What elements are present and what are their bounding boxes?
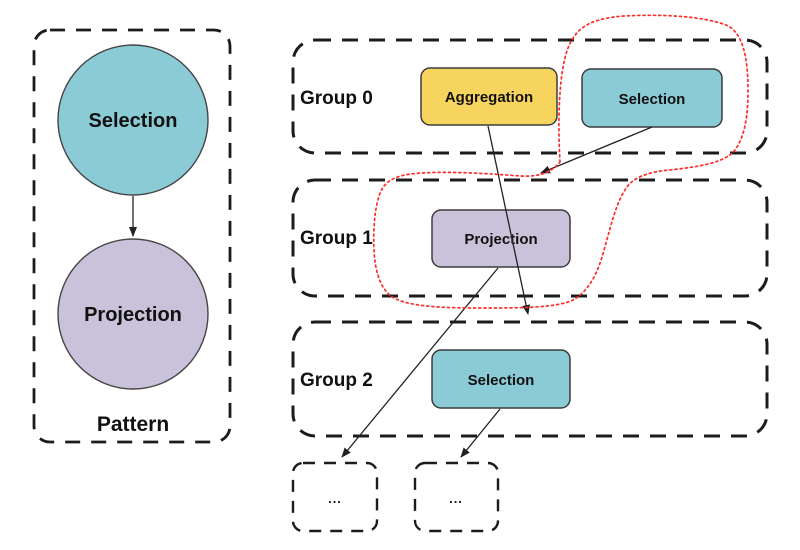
edge-projection-to-continuation-left [341, 267, 499, 458]
continuation-box-left-border [291, 461, 379, 533]
pattern-panel-border [32, 28, 232, 444]
continuation-box-right: ... [413, 461, 500, 533]
group-0-selection-label: Selection [619, 91, 686, 108]
pattern-panel-title: Pattern [97, 413, 169, 436]
pattern-selection-label: Selection [89, 110, 178, 132]
group-0-aggregation-node [420, 67, 558, 126]
pattern-projection-node [57, 238, 209, 390]
group-2-selection-node [431, 349, 571, 409]
edge-selection-0-to-projection [540, 126, 653, 174]
group-0: Group 0 Aggregation Selection [291, 38, 769, 155]
group-2: Group 2 Selection [291, 320, 769, 438]
group-2-border [291, 320, 769, 438]
group-1-projection-node [431, 209, 571, 268]
pattern-projection-label: Projection [84, 304, 182, 326]
group-1-border [291, 178, 769, 298]
continuation-box-left: ... [291, 461, 379, 533]
group-2-selection-label: Selection [468, 372, 535, 389]
continuation-box-right-label: ... [449, 491, 463, 506]
continuation-box-right-border [413, 461, 500, 533]
continuation-box-left-label: ... [328, 491, 342, 506]
group-0-label: Group 0 [300, 88, 373, 109]
group-1: Group 1 Projection [291, 178, 769, 298]
edge-aggregation-to-group-2 [487, 125, 531, 315]
pattern-selection-node [57, 44, 209, 196]
group-1-label: Group 1 [300, 228, 373, 249]
edge-selection-2-to-continuation-right [460, 408, 501, 458]
group-2-label: Group 2 [300, 370, 373, 391]
pattern-panel: Selection Projection Pattern [32, 28, 232, 444]
group-0-border [291, 38, 769, 155]
pattern-match-outline [372, 14, 749, 309]
group-0-aggregation-label: Aggregation [445, 89, 533, 106]
group-1-projection-label: Projection [464, 231, 537, 248]
